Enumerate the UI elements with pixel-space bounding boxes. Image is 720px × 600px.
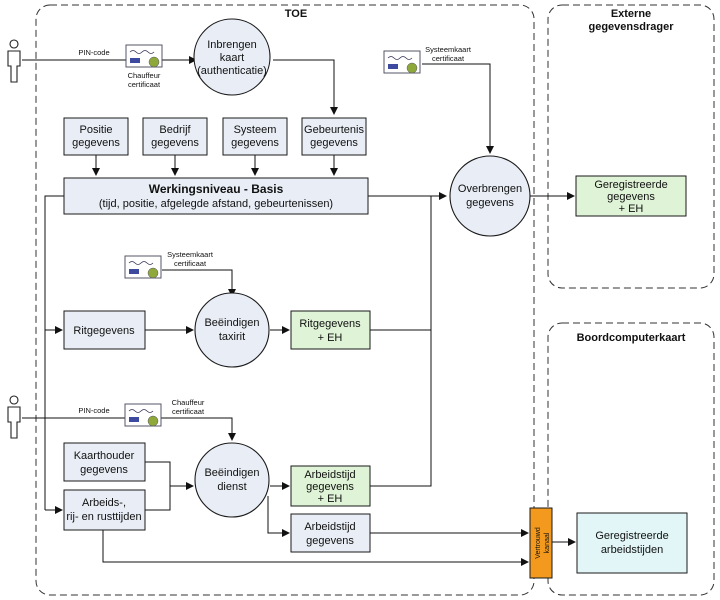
certificate-system-mid-label: Systeemkaart bbox=[167, 250, 214, 259]
box-company-data: Bedrijf gegevens bbox=[142, 117, 208, 156]
svg-text:Werkingsniveau - Basis: Werkingsniveau - Basis bbox=[149, 182, 284, 196]
svg-text:gegevens: gegevens bbox=[310, 137, 358, 149]
svg-text:gegevens: gegevens bbox=[306, 535, 354, 547]
edge-holder-endservice bbox=[145, 461, 194, 490]
box-ride-data: Ritgegevens bbox=[63, 310, 146, 350]
svg-text:+ EH: + EH bbox=[318, 493, 343, 505]
certificate-system-mid-label-2: certificaat bbox=[174, 259, 207, 268]
box-operating-level: Werkingsniveau - Basis (tijd, positie, a… bbox=[63, 177, 369, 215]
svg-text:Ritgegevens: Ritgegevens bbox=[299, 318, 361, 330]
certificate-driver-bottom-label: Chauffeur bbox=[172, 398, 205, 407]
svg-text:+ EH: + EH bbox=[619, 203, 644, 215]
box-cardholder-data: Kaarthouder gegevens bbox=[63, 442, 146, 482]
svg-text:Inbrengen: Inbrengen bbox=[207, 39, 257, 51]
pin-label-bottom: PIN-code bbox=[78, 406, 109, 415]
toe-group-title: TOE bbox=[285, 8, 307, 20]
svg-text:Arbeidstijd: Arbeidstijd bbox=[304, 521, 355, 533]
box-ride-data-eh: Ritgegevens + EH bbox=[290, 310, 371, 350]
svg-text:gegevens: gegevens bbox=[306, 481, 354, 493]
svg-text:dienst: dienst bbox=[217, 481, 246, 493]
svg-text:gegevens: gegevens bbox=[607, 191, 655, 203]
svg-text:Arbeidstijd: Arbeidstijd bbox=[304, 469, 355, 481]
svg-text:Beëindigen: Beëindigen bbox=[204, 317, 259, 329]
svg-text:arbeidstijden: arbeidstijden bbox=[601, 544, 663, 556]
edge-level-spine bbox=[44, 195, 64, 510]
extern-group-title-2: gegevensdrager bbox=[589, 21, 675, 33]
svg-text:gegevens: gegevens bbox=[466, 197, 514, 209]
process-end-ride: Beëindigen taxirit bbox=[194, 292, 270, 368]
svg-text:Arbeids-,: Arbeids-, bbox=[82, 497, 126, 509]
edge-insert-events bbox=[273, 59, 338, 115]
svg-text:Systeem: Systeem bbox=[234, 124, 277, 136]
svg-text:Gebeurtenis: Gebeurtenis bbox=[304, 124, 364, 136]
edge-pin2-endservice bbox=[22, 417, 236, 441]
svg-text:Geregistreerde: Geregistreerde bbox=[594, 179, 667, 191]
process-transfer-data: Overbrengen gegevens bbox=[449, 155, 531, 237]
certificate-system-top-label-2: certificaat bbox=[432, 54, 465, 63]
svg-text:gegevens: gegevens bbox=[151, 137, 199, 149]
user-icon-bottom bbox=[7, 395, 21, 439]
box-labor-times: Arbeids-, rij- en rusttijden bbox=[63, 489, 146, 531]
svg-text:kanaal: kanaal bbox=[544, 532, 551, 553]
certificate-icon-driver-bottom bbox=[124, 403, 162, 427]
svg-text:Ritgegevens: Ritgegevens bbox=[73, 325, 135, 337]
certificate-driver-top-label: Chauffeur bbox=[128, 71, 161, 80]
process-insert-card: Inbrengen kaart (authenticatie) bbox=[193, 18, 271, 96]
svg-text:Overbrengen: Overbrengen bbox=[458, 183, 522, 195]
certificate-driver-bottom-label-2: certificaat bbox=[172, 407, 205, 416]
box-events-data: Gebeurtenis gegevens bbox=[301, 117, 367, 156]
box-system-data: Systeem gegevens bbox=[222, 117, 288, 156]
edge-syscert-transfer bbox=[422, 63, 494, 154]
box-worktime-data: Arbeidstijd gegevens bbox=[290, 513, 371, 553]
svg-text:gegevens: gegevens bbox=[80, 464, 128, 476]
svg-text:Bedrijf: Bedrijf bbox=[159, 124, 191, 136]
edge-syscert-endride bbox=[162, 269, 236, 297]
box-registered-worktimes: Geregistreerde arbeidstijden bbox=[576, 512, 688, 574]
svg-text:Beëindigen: Beëindigen bbox=[204, 467, 259, 479]
svg-text:gegevens: gegevens bbox=[72, 137, 120, 149]
svg-text:rij- en rusttijden: rij- en rusttijden bbox=[66, 511, 141, 523]
user-icon-top bbox=[7, 39, 21, 83]
secure-channel-bar: Vertrouwd kanaal bbox=[529, 507, 553, 579]
svg-text:Kaarthouder: Kaarthouder bbox=[74, 450, 135, 462]
boardcard-group-title: Boordcomputerkaart bbox=[577, 332, 686, 344]
extern-group bbox=[547, 4, 715, 289]
svg-text:(tijd, positie, afgelegde afst: (tijd, positie, afgelegde afstand, gebeu… bbox=[99, 198, 333, 210]
toe-group bbox=[35, 4, 535, 596]
process-end-service: Beëindigen dienst bbox=[194, 442, 270, 518]
svg-text:(authenticatie): (authenticatie) bbox=[197, 65, 267, 77]
edge-labor-channel bbox=[102, 530, 529, 566]
boardcard-group bbox=[547, 322, 715, 596]
svg-text:gegevens: gegevens bbox=[231, 137, 279, 149]
svg-text:Positie: Positie bbox=[79, 124, 112, 136]
certificate-icon-driver-top bbox=[125, 44, 163, 68]
box-position-data: Positie gegevens bbox=[63, 117, 129, 156]
box-external-registered: Geregistreerde gegevens + EH bbox=[575, 175, 687, 217]
certificate-system-top-label: Systeemkaart bbox=[425, 45, 472, 54]
svg-text:taxirit: taxirit bbox=[219, 331, 245, 343]
edge-rideeh-return bbox=[370, 196, 432, 331]
svg-text:Geregistreerde: Geregistreerde bbox=[595, 530, 668, 542]
edge-worktimeeh-return bbox=[370, 330, 432, 487]
svg-text:Vertrouwd: Vertrouwd bbox=[535, 527, 542, 559]
certificate-driver-top-label-2: certificaat bbox=[128, 80, 161, 89]
extern-group-title: Externe bbox=[611, 8, 651, 20]
edge-labor-endservice bbox=[145, 486, 171, 511]
box-worktime-data-eh: Arbeidstijd gegevens + EH bbox=[290, 465, 371, 507]
certificate-icon-system-mid bbox=[124, 255, 162, 279]
certificate-icon-system-top bbox=[383, 50, 421, 74]
pin-label-top: PIN-code bbox=[78, 48, 109, 57]
svg-text:kaart: kaart bbox=[220, 52, 244, 64]
svg-text:+ EH: + EH bbox=[318, 332, 343, 344]
edge-endservice-worktime bbox=[267, 496, 290, 537]
